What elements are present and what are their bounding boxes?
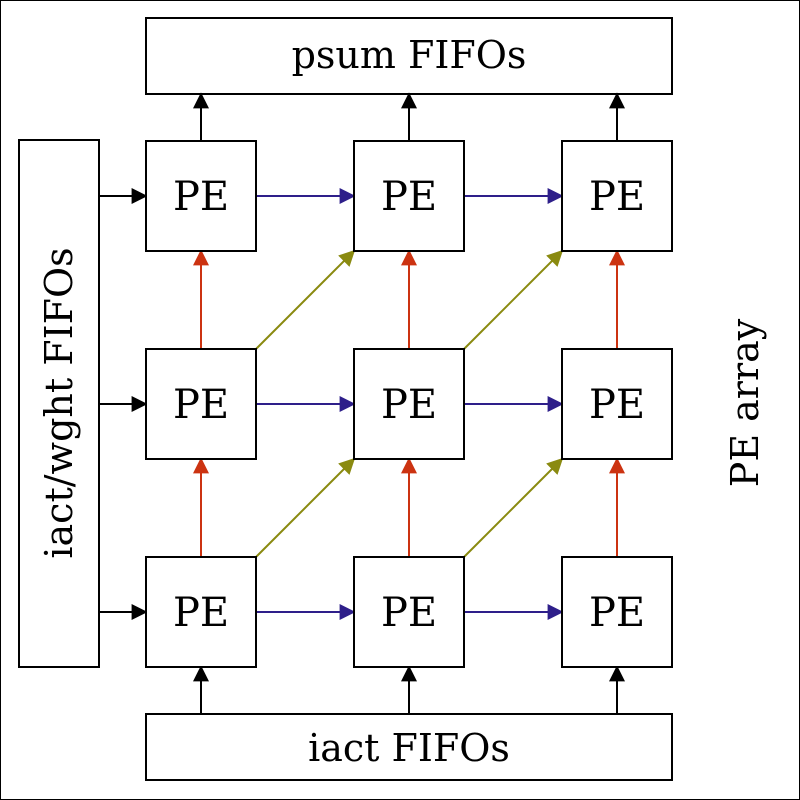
arrow-layer: [99, 92, 625, 714]
diagonal-arrow: [255, 249, 356, 350]
pe-box: PE: [561, 140, 673, 252]
pe-label: PE: [173, 382, 229, 428]
pe-grid: PE PE PE PE PE PE PE PE PE: [145, 140, 673, 668]
psum-fifos: psum FIFOs: [145, 17, 673, 95]
pe-box: PE: [353, 140, 465, 252]
pe-label: PE: [589, 590, 645, 636]
pe-box: PE: [145, 556, 257, 668]
pe-label: PE: [173, 174, 229, 220]
pe-box: PE: [353, 556, 465, 668]
pe-label: PE: [381, 382, 437, 428]
pe-label: PE: [589, 174, 645, 220]
diagonal-arrow: [255, 457, 356, 558]
pe-label: PE: [381, 590, 437, 636]
diagonal-arrow: [463, 249, 564, 350]
pe-box: PE: [145, 348, 257, 460]
pe-label: PE: [589, 382, 645, 428]
psum-fifos-label: psum FIFOs: [292, 33, 527, 77]
pe-box: PE: [353, 348, 465, 460]
pe-box: PE: [145, 140, 257, 252]
iact-fifos: iact FIFOs: [145, 713, 673, 781]
pe-box: PE: [561, 348, 673, 460]
pe-label: PE: [173, 590, 229, 636]
iact-wght-fifos: iact/wght FIFOs: [18, 139, 100, 668]
diagonal-arrow: [463, 457, 564, 558]
pe-array-label: PE array: [723, 318, 767, 487]
pe-label: PE: [381, 174, 437, 220]
iact-fifos-label: iact FIFOs: [308, 726, 510, 770]
iact-wght-fifos-label: iact/wght FIFOs: [37, 247, 81, 558]
pe-box: PE: [561, 556, 673, 668]
